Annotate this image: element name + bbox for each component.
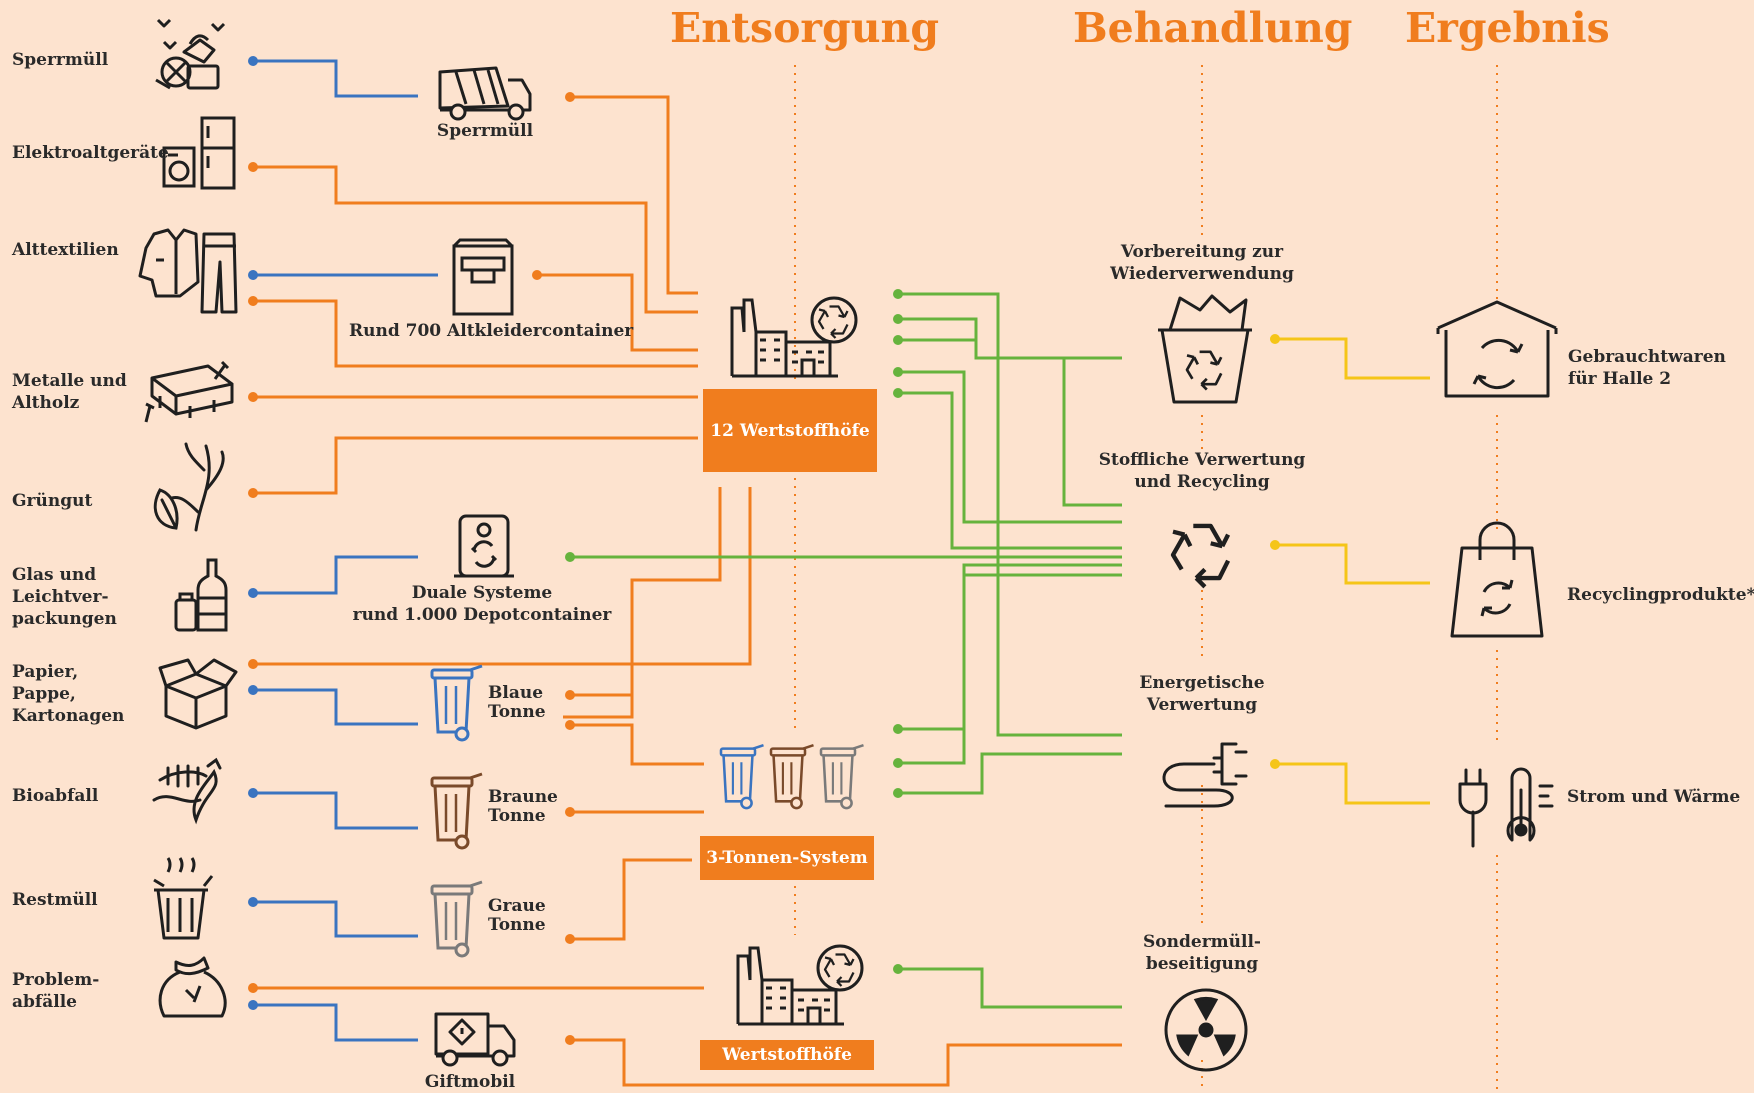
fishbone-icon	[152, 757, 222, 825]
bag-recycle-icon	[1450, 521, 1544, 638]
brown-bin-icon	[430, 772, 484, 850]
treatment-vorbereitung-line1: Vorbereitung zur	[1120, 242, 1284, 262]
source-bio: Bioabfall	[12, 786, 99, 806]
result-recyclingprodukte: Recyclingprodukte*	[1567, 585, 1754, 605]
label-graue-line1: Graue	[488, 896, 546, 916]
source-papier: Papier, Pappe, Kartonagen	[12, 661, 124, 727]
source-elektro: Elektroaltgeräte	[12, 143, 169, 163]
source-papier-line3: Kartonagen	[12, 706, 125, 726]
clothes-icon	[138, 228, 238, 314]
label-braune-line1: Braune	[488, 787, 558, 807]
label-sperrmuell-truck: Sperrmüll	[436, 121, 534, 141]
source-rest: Restmüll	[12, 890, 98, 910]
treatment-sonder-line1: Sondermüll-	[1143, 932, 1261, 952]
label-graue-line2: Tonne	[488, 915, 546, 935]
label-duale-line2: rund 1.000 Depotcontainer	[352, 605, 612, 625]
label-blaue-line1: Blaue	[488, 683, 544, 703]
source-problem: Problem- abfälle	[12, 969, 99, 1013]
plug-thermometer-icon	[1458, 767, 1554, 848]
source-glas-line2: Leichtver-	[12, 587, 109, 607]
header-treatment: Behandlung	[1073, 4, 1353, 52]
result-gebraucht-line2: für Halle 2	[1568, 369, 1672, 389]
result-gebrauchtwaren: Gebrauchtwaren für Halle 2	[1568, 346, 1726, 390]
source-papier-line1: Papier,	[12, 662, 79, 682]
depot-container-icon	[454, 514, 514, 578]
source-sperrmuell: Sperrmüll	[12, 50, 109, 70]
plug-icon	[1162, 742, 1248, 808]
treatment-vorbereitung-line2: Wiederverwendung	[1110, 264, 1294, 284]
trash-can-icon	[153, 857, 214, 940]
source-metall: Metalle und Altholz	[12, 370, 127, 414]
garbage-truck-icon	[438, 66, 532, 121]
label-giftmobil: Giftmobil	[424, 1072, 516, 1092]
bulky-waste-icon	[155, 18, 226, 90]
result-gebraucht-line1: Gebrauchtwaren	[1568, 347, 1726, 367]
treatment-stofflich-line2: und Recycling	[1134, 472, 1270, 492]
source-problem-line1: Problem-	[12, 970, 100, 990]
result-strom-waerme: Strom und Wärme	[1567, 787, 1741, 807]
label-braune-tonne: Braune Tonne	[488, 788, 558, 826]
label-graue-tonne: Graue Tonne	[488, 897, 546, 935]
recycling-factory-icon	[736, 944, 864, 1026]
box-wertstoffhoefe: Wertstoffhöfe	[700, 1040, 874, 1070]
source-glas-line3: packungen	[12, 609, 117, 629]
blue-bin-icon	[430, 664, 484, 742]
sack-icon	[158, 956, 227, 1018]
label-duale-line1: Duale Systeme	[411, 583, 553, 603]
label-blaue-line2: Tonne	[488, 702, 546, 722]
box-12-wertstoffhoefe: 12 Wertstoffhöfe	[703, 389, 877, 472]
appliances-icon	[162, 116, 236, 190]
treatment-energie-line2: Verwertung	[1146, 695, 1258, 715]
source-textil: Alttextilien	[12, 240, 119, 260]
source-papier-line2: Pappe,	[12, 684, 76, 704]
treatment-stofflich: Stoffliche Verwertung und Recycling	[1082, 449, 1322, 493]
header-disposal: Entsorgung	[670, 4, 939, 52]
label-altkleidercontainer: Rund 700 Altkleidercontainer	[349, 321, 634, 341]
treatment-energie-line1: Energetische	[1139, 673, 1265, 693]
pallet-icon	[144, 360, 234, 423]
three-bins-icon	[719, 743, 865, 810]
label-braune-line2: Tonne	[488, 806, 546, 826]
basket-recycle-icon	[1158, 294, 1252, 404]
hazmat-truck-icon	[434, 1012, 516, 1067]
house-recycle-icon	[1436, 300, 1558, 398]
grey-bin-icon	[430, 880, 484, 958]
box-icon	[158, 658, 238, 730]
bottles-icon	[174, 558, 228, 632]
radiation-icon	[1164, 988, 1248, 1072]
label-blaue-tonne: Blaue Tonne	[488, 684, 546, 722]
clothes-container-icon	[452, 238, 514, 316]
source-glas-line1: Glas und	[12, 565, 97, 585]
box-3-tonnen-system: 3-Tonnen-System	[700, 836, 874, 880]
source-problem-line2: abfälle	[12, 992, 77, 1012]
plant-icon	[153, 442, 225, 532]
source-glas: Glas und Leichtver- packungen	[12, 564, 117, 630]
source-metall-line2: Altholz	[12, 393, 80, 413]
recycle-icon	[1173, 526, 1228, 587]
treatment-energie: Energetische Verwertung	[1082, 672, 1322, 716]
treatment-sonder: Sondermüll- beseitigung	[1082, 931, 1322, 975]
label-duale-systeme: Duale Systeme rund 1.000 Depotcontainer	[345, 582, 619, 626]
source-gruen: Grüngut	[12, 491, 93, 511]
source-metall-line1: Metalle und	[12, 371, 127, 391]
treatment-stofflich-line1: Stoffliche Verwertung	[1098, 450, 1306, 470]
treatment-vorbereitung: Vorbereitung zur Wiederverwendung	[1082, 241, 1322, 285]
header-result: Ergebnis	[1405, 4, 1610, 52]
treatment-sonder-line2: beseitigung	[1145, 954, 1259, 974]
